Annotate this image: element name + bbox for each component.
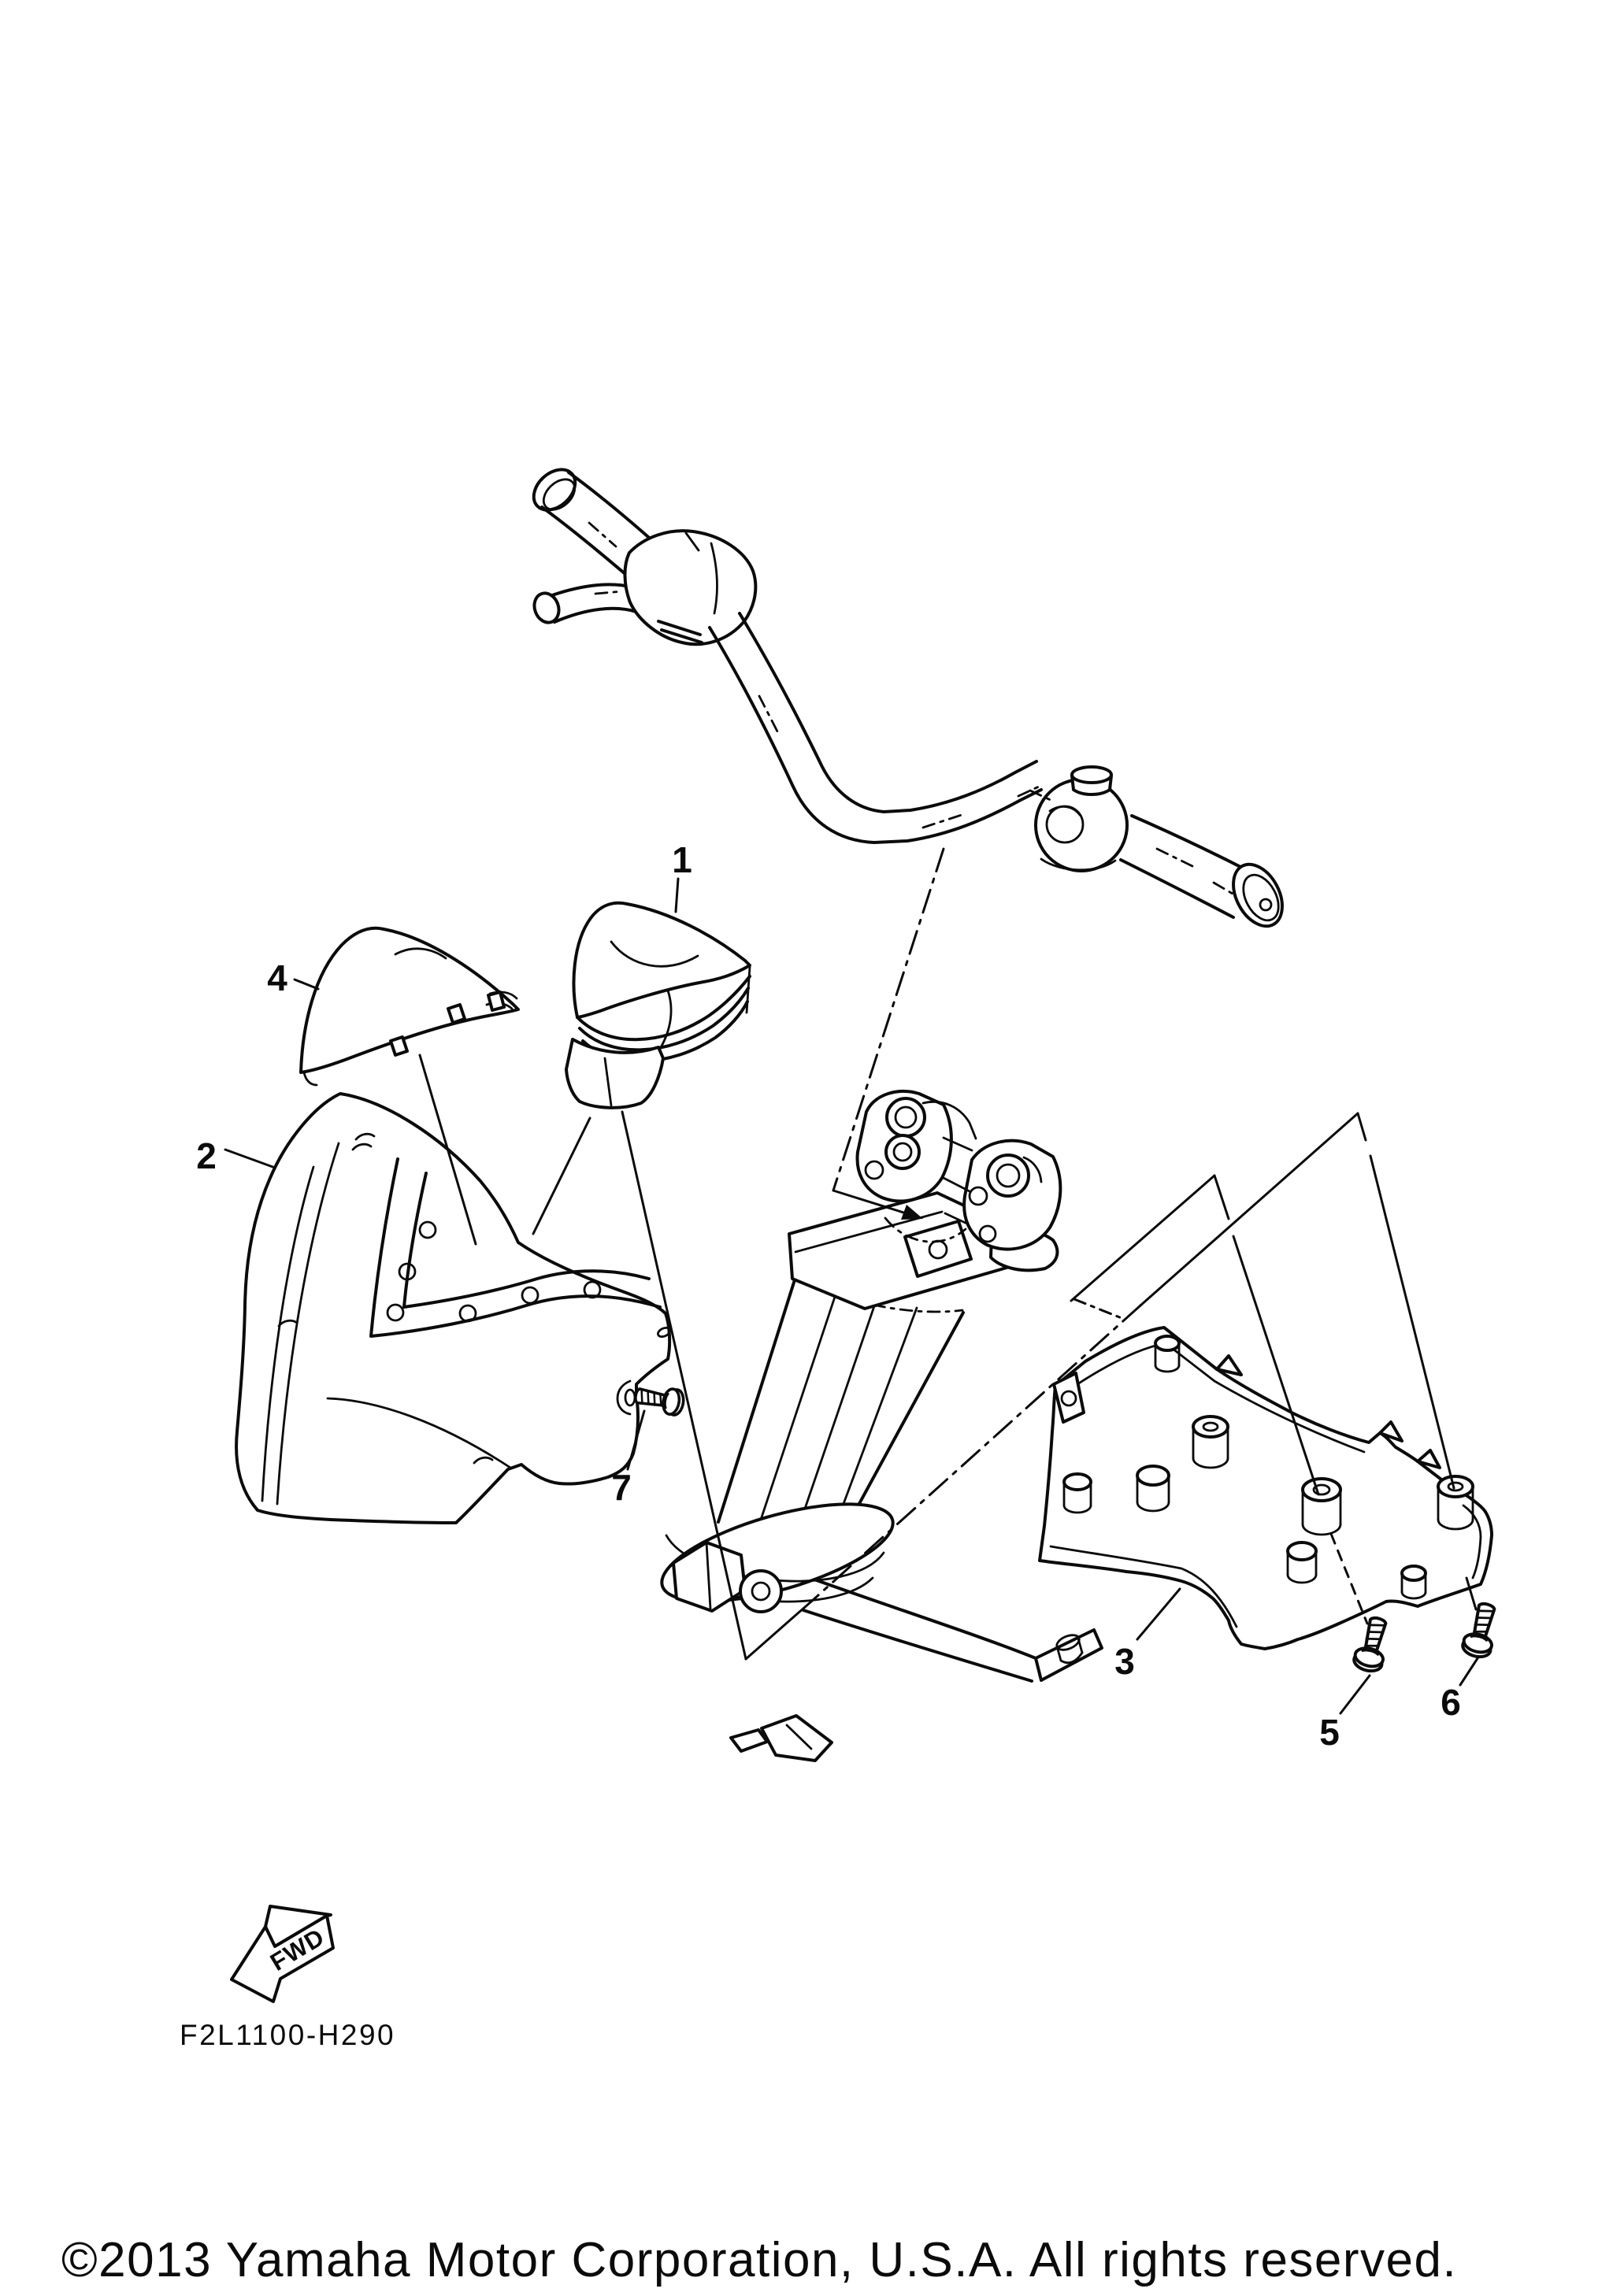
throttle-button bbox=[1070, 765, 1113, 784]
leader-lines bbox=[224, 847, 1482, 1715]
screw-6 bbox=[1461, 1602, 1496, 1659]
leader-callout-3 bbox=[1136, 1587, 1181, 1641]
callout-6: 6 bbox=[1441, 1682, 1461, 1723]
mount-tab bbox=[1052, 1372, 1085, 1424]
callout-numbers: 1 2 3 4 5 6 7 bbox=[196, 839, 1461, 1753]
screw7-hole bbox=[616, 1379, 632, 1416]
handlebar-tube bbox=[708, 626, 1043, 844]
handlebar-assembly-drawing bbox=[532, 468, 1284, 928]
lower-cover-part3 bbox=[1038, 1326, 1493, 1650]
steering-column-drawing bbox=[660, 1090, 1103, 1762]
callout-3: 3 bbox=[1114, 1641, 1135, 1682]
callout-2: 2 bbox=[196, 1135, 217, 1176]
lower-bracket-tip bbox=[1034, 1628, 1103, 1682]
leader-callout-7 bbox=[626, 1409, 646, 1471]
fwd-arrow-icon: FWD bbox=[230, 1905, 335, 2003]
brake-lever-ball bbox=[532, 591, 561, 624]
callout-4: 4 bbox=[267, 957, 287, 998]
axis-arrowhead bbox=[901, 1205, 923, 1220]
leader-callout-4 bbox=[293, 978, 320, 991]
rubber-bosses bbox=[1062, 1335, 1474, 1600]
leader-callout-1 bbox=[674, 877, 680, 913]
steering-axis-line bbox=[832, 847, 945, 1192]
handlebar-cover-part1 bbox=[565, 901, 751, 1109]
screw-7 bbox=[634, 1387, 685, 1416]
dome-cover-part4 bbox=[299, 926, 520, 1087]
copyright-text: ©2013 Yamaha Motor Corporation, U.S.A. A… bbox=[61, 2233, 1457, 2287]
leader-callout-5 bbox=[1339, 1674, 1371, 1715]
diagram-code: F2L1100-H290 bbox=[180, 2019, 395, 2051]
callout-5: 5 bbox=[1319, 1712, 1340, 1753]
right-grip-endcap bbox=[1232, 862, 1284, 928]
callout-7: 7 bbox=[611, 1467, 632, 1508]
leader-callout-2 bbox=[224, 1148, 276, 1169]
v-trim-inner bbox=[402, 1172, 651, 1309]
front-cover-part2 bbox=[235, 1092, 672, 1524]
brake-lever-housing bbox=[623, 529, 758, 646]
callout-1: 1 bbox=[672, 839, 692, 880]
screw-5 bbox=[1352, 1616, 1388, 1673]
leader-callout-6 bbox=[1459, 1652, 1482, 1687]
